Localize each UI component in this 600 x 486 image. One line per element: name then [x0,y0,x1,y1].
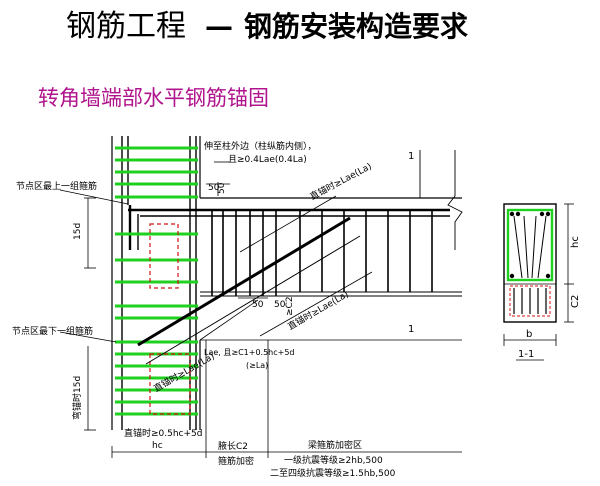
lae-bottom: Lae, 且≥C1+0.5hc+5d [204,348,295,357]
bent-anchor-mid: 直锚时≥Lae(La) [286,288,351,332]
bent-anchor-low: 直锚时≥Lae(La) [152,350,217,394]
stirrup-dense-label: 箍筋加密 [218,455,254,467]
section-b: b [526,329,532,340]
dim-50-b: 50 [274,300,286,310]
top-hoop-label: 节点区最上一组箍筋 [16,180,97,192]
column-outline [111,136,201,430]
dim-50-top-v: 50 [217,182,227,194]
bottom-hoop-label: 节点区最下一组箍筋 [12,325,93,337]
haunch-label: 腋长C2 [218,440,248,452]
dimension-lines [59,161,462,458]
section-c2: C2 [570,295,581,308]
grade1-label: 一级抗震等级≥2hb,500 [284,454,383,466]
dim-50-top: 50 [208,183,220,193]
section-subtitle: 转角墙端部水平钢筋锚固 [38,86,269,110]
straight-anchor-label: 直锚时≥0.5hc+5d [124,427,203,439]
beam-stirrups [211,210,433,296]
extend-note: 伸至柱外边（柱纵筋内侧）， [204,140,317,152]
haunch-diagonal-bars [137,195,373,365]
dim-50-a: 50 [252,300,264,310]
mark-1-mid: 1 [408,324,414,335]
extend-note-2: 且≥0.4Lae(0.4La) [228,154,307,165]
beam-dense-label: 梁箍筋加密区 [308,439,362,451]
title-subheading: 钢筋安装构造要求 [244,10,468,43]
section-hc: hc [570,236,581,248]
page-title: 钢筋工程 [66,9,186,44]
section-view: hc C2 b 1-1 [503,203,581,361]
title-dash: — [205,10,233,43]
hc-dim-label: hc [152,441,163,451]
beam-outline [199,150,463,341]
dense-zone-dashes [149,223,191,415]
straight-anchor-upper: 直锚时≥Lae(La) [308,160,374,203]
bend-15d-label: 弯锚时15d [71,376,83,420]
la-bottom: (≥La) [246,361,268,370]
grade2-label: 二至四级抗震等级≥1.5hb,500 [270,467,396,479]
beam-top-bars [128,205,462,297]
mark-1-top: 1 [408,151,414,162]
dim-15d-left: 15d [73,223,83,240]
dim-lae-frac: ≥C2 [285,296,295,316]
section-caption: 1-1 [518,349,534,360]
